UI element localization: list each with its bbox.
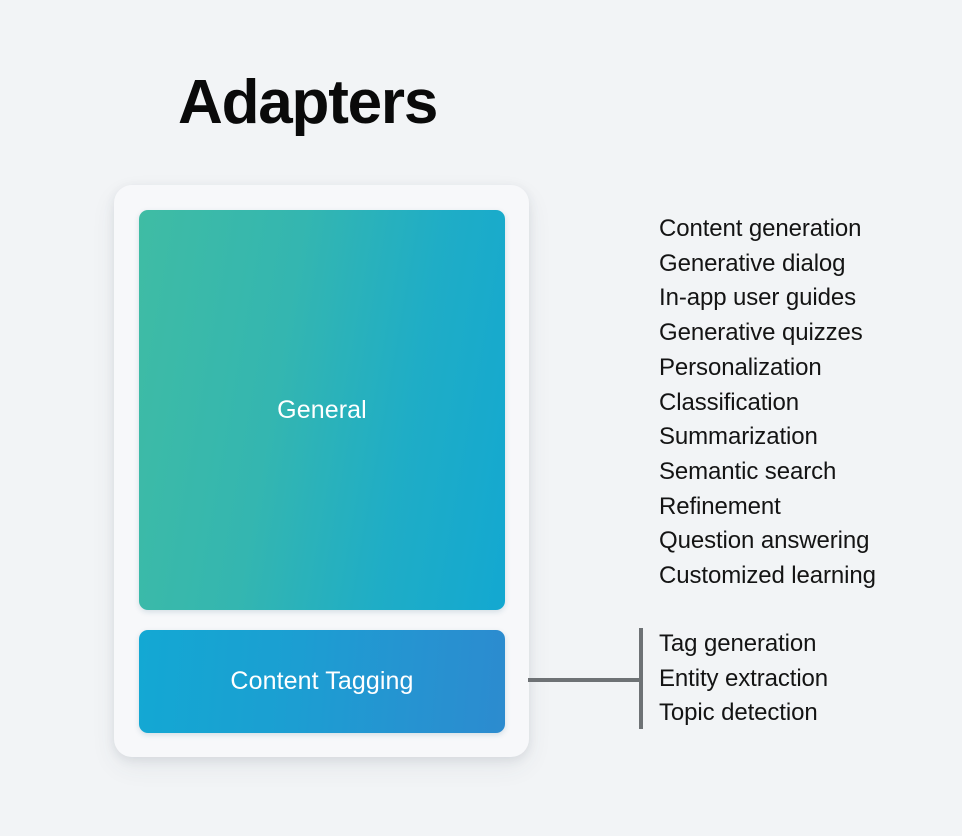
adapter-block-general[interactable]: General: [139, 210, 505, 610]
adapter-block-content-tagging-label: Content Tagging: [230, 667, 414, 695]
adapter-block-general-label: General: [277, 395, 367, 424]
capability-item: Generative quizzes: [659, 319, 863, 347]
capability-item: Question answering: [659, 527, 870, 555]
capability-item: Personalization: [659, 353, 822, 381]
capability-item: Tag generation: [659, 630, 817, 657]
capability-item: Entity extraction: [659, 664, 829, 692]
adapter-block-content-tagging[interactable]: Content Tagging: [139, 630, 505, 733]
capability-item: Content generation: [659, 215, 862, 242]
capability-item: Topic detection: [659, 699, 818, 727]
capability-item: Classification: [659, 388, 799, 416]
connector-vertical-bracket: [639, 628, 643, 729]
capability-item: Semantic search: [659, 457, 837, 485]
capability-item: Generative dialog: [659, 249, 846, 277]
connector-horizontal-line: [528, 678, 643, 682]
capability-item: Summarization: [659, 423, 818, 451]
capability-item: Customized learning: [659, 562, 876, 590]
page-title: Adapters: [178, 68, 438, 137]
capability-item: In-app user guides: [659, 284, 856, 312]
capability-item: Refinement: [659, 492, 781, 520]
adapter-card: General Content Tagging: [114, 185, 529, 757]
